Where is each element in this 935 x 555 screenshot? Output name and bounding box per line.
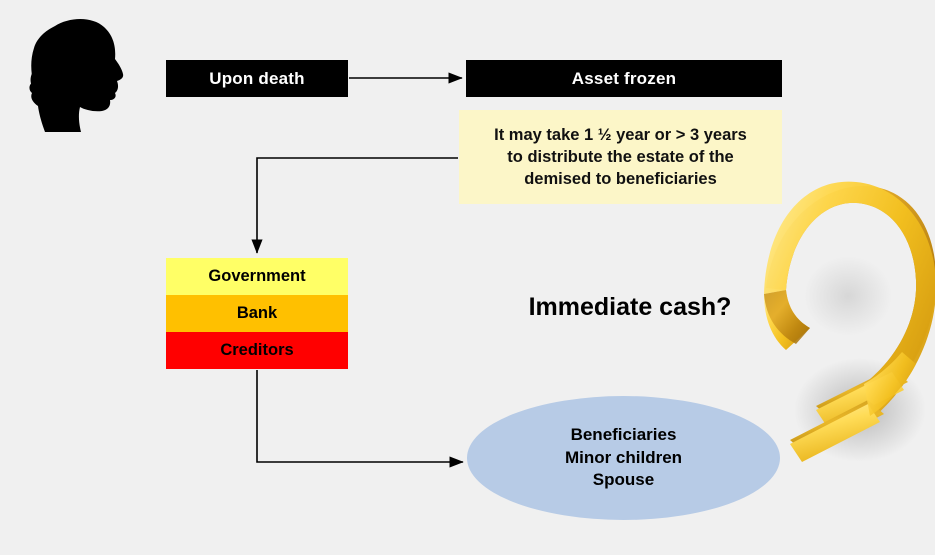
claimant-band-government[interactable]: Government	[166, 258, 348, 295]
claimant-band-bank-label: Bank	[236, 304, 278, 322]
note-line-3: demised to beneficiaries	[524, 170, 717, 189]
flow-box-asset-frozen-label: Asset frozen	[571, 68, 677, 88]
connector-note-to-government	[251, 157, 458, 254]
claimant-band-creditors[interactable]: Creditors	[166, 332, 348, 369]
beneficiaries-line-1: Beneficiaries	[570, 425, 677, 445]
claimant-band-bank[interactable]: Bank	[166, 295, 348, 332]
gold-euro-symbol-icon	[752, 178, 935, 470]
beneficiaries-line-3: Spouse	[592, 470, 655, 490]
claimant-band-government-label: Government	[208, 267, 306, 285]
claimant-band-creditors-label: Creditors	[220, 341, 294, 359]
beneficiaries-ellipse[interactable]: Beneficiaries Minor children Spouse	[467, 396, 780, 520]
note-line-2: to distribute the estate of the	[507, 147, 734, 166]
beneficiaries-line-2: Minor children	[564, 447, 683, 467]
note-estate-duration: It may take 1 ½ year or > 3 years to dis…	[459, 110, 782, 204]
head-silhouette-icon	[22, 14, 134, 132]
connector-creditors-to-beneficiaries	[256, 370, 464, 468]
flow-box-upon-death-label: Upon death	[209, 68, 305, 88]
flow-box-asset-frozen[interactable]: Asset frozen	[466, 60, 782, 97]
immediate-cash-label: Immediate cash?	[528, 293, 732, 321]
flow-box-upon-death[interactable]: Upon death	[166, 60, 348, 97]
note-line-1: It may take 1 ½ year or > 3 years	[494, 125, 747, 144]
